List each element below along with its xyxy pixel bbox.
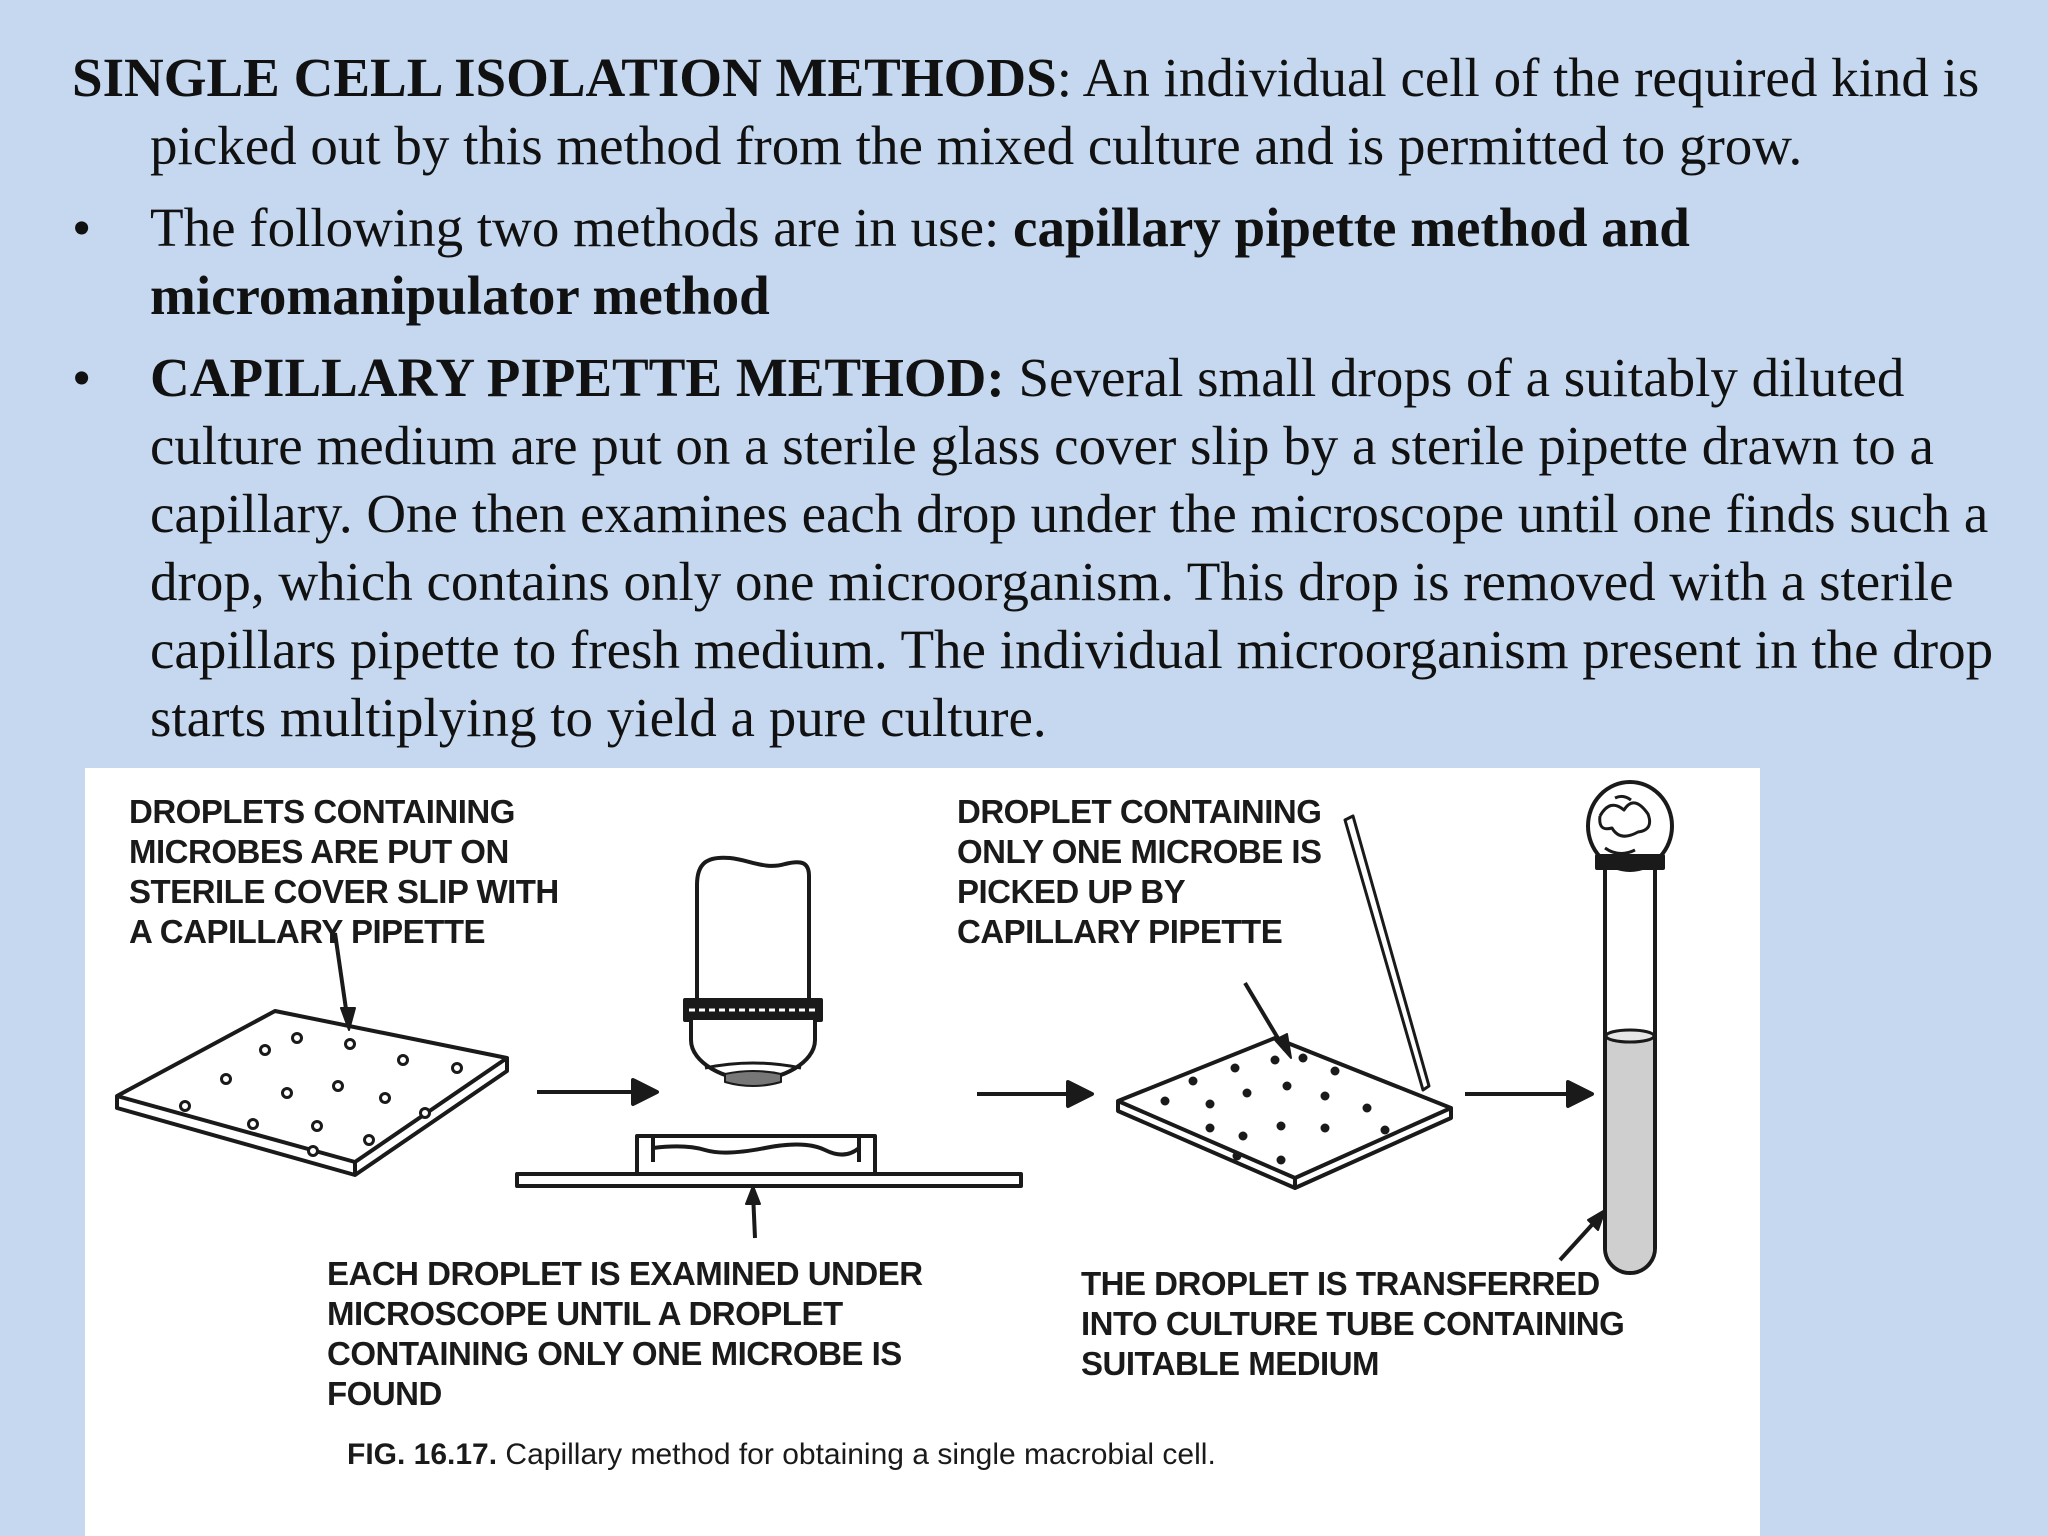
step2-label: EACH DROPLET IS EXAMINED UNDER MICROSCOP… <box>327 1254 923 1414</box>
step2-label-line: CONTAINING ONLY ONE MICROBE IS <box>327 1335 902 1372</box>
step1-label-line: DROPLETS CONTAINING <box>129 793 515 830</box>
bullet-capillary-text: Several small drops of a suitably dilute… <box>150 347 1994 748</box>
step2-label-line: EACH DROPLET IS EXAMINED UNDER <box>327 1255 923 1292</box>
step3-label-line: ONLY ONE MICROBE IS <box>957 833 1322 870</box>
bullet-marker: • <box>72 347 92 408</box>
step4-label: THE DROPLET IS TRANSFERRED INTO CULTURE … <box>1081 1264 1625 1384</box>
microscope-objective-drawing <box>683 855 823 1087</box>
capillary-pipette-drawing <box>1343 814 1431 1092</box>
step4-label-line: INTO CULTURE TUBE CONTAINING <box>1081 1305 1625 1342</box>
bullet-methods-text: The following two methods are in use: <box>150 197 1014 258</box>
figure-drawing <box>115 780 1674 1275</box>
step3-label-line: DROPLET CONTAINING <box>957 793 1322 830</box>
bullet-capillary-heading: CAPILLARY PIPETTE METHOD: <box>150 347 1005 408</box>
bullet-marker: • <box>72 197 92 258</box>
step4-label-line: SUITABLE MEDIUM <box>1081 1345 1380 1382</box>
culture-tube-drawing <box>1586 780 1674 1275</box>
step3-label: DROPLET CONTAINING ONLY ONE MICROBE IS P… <box>957 792 1322 952</box>
slide-text: SINGLE CELL ISOLATION METHODS: An indivi… <box>72 44 2022 752</box>
bullet-methods-bold: capillary pipette method and micromanipu… <box>150 197 1690 326</box>
figure-caption: FIG. 16.17. Capillary method for obtaini… <box>347 1438 1216 1472</box>
figure-caption-text: Capillary method for obtaining a single … <box>497 1438 1216 1471</box>
step2-label-line: MICROSCOPE UNTIL A DROPLET <box>327 1295 843 1332</box>
intro-paragraph: SINGLE CELL ISOLATION METHODS: An indivi… <box>72 44 2022 180</box>
bullet-methods: • The following two methods are in use: … <box>72 194 2022 330</box>
figure-number: FIG. 16.17. <box>347 1438 498 1471</box>
capillary-method-figure: DROPLETS CONTAINING MICROBES ARE PUT ON … <box>85 768 1760 1536</box>
intro-heading: SINGLE CELL ISOLATION METHODS <box>72 47 1057 108</box>
step1-label-line: MICROBES ARE PUT ON <box>129 833 509 870</box>
microscope-slide-drawing <box>515 1134 1023 1188</box>
intro-text: : An individual cell of the required kin… <box>150 47 1980 176</box>
bullet-capillary: • CAPILLARY PIPETTE METHOD: Several smal… <box>72 344 2022 752</box>
cover-slip-1-drawing <box>115 1009 509 1177</box>
cover-slip-3-drawing <box>1116 1036 1453 1190</box>
step3-label-line: CAPILLARY PIPETTE <box>957 913 1283 950</box>
step1-label: DROPLETS CONTAINING MICROBES ARE PUT ON … <box>129 792 559 952</box>
step4-label-line: THE DROPLET IS TRANSFERRED <box>1081 1265 1600 1302</box>
step3-label-line: PICKED UP BY <box>957 873 1186 910</box>
step2-label-line: FOUND <box>327 1375 442 1412</box>
step1-label-line: STERILE COVER SLIP WITH <box>129 873 559 910</box>
step1-label-line: A CAPILLARY PIPETTE <box>129 913 485 950</box>
